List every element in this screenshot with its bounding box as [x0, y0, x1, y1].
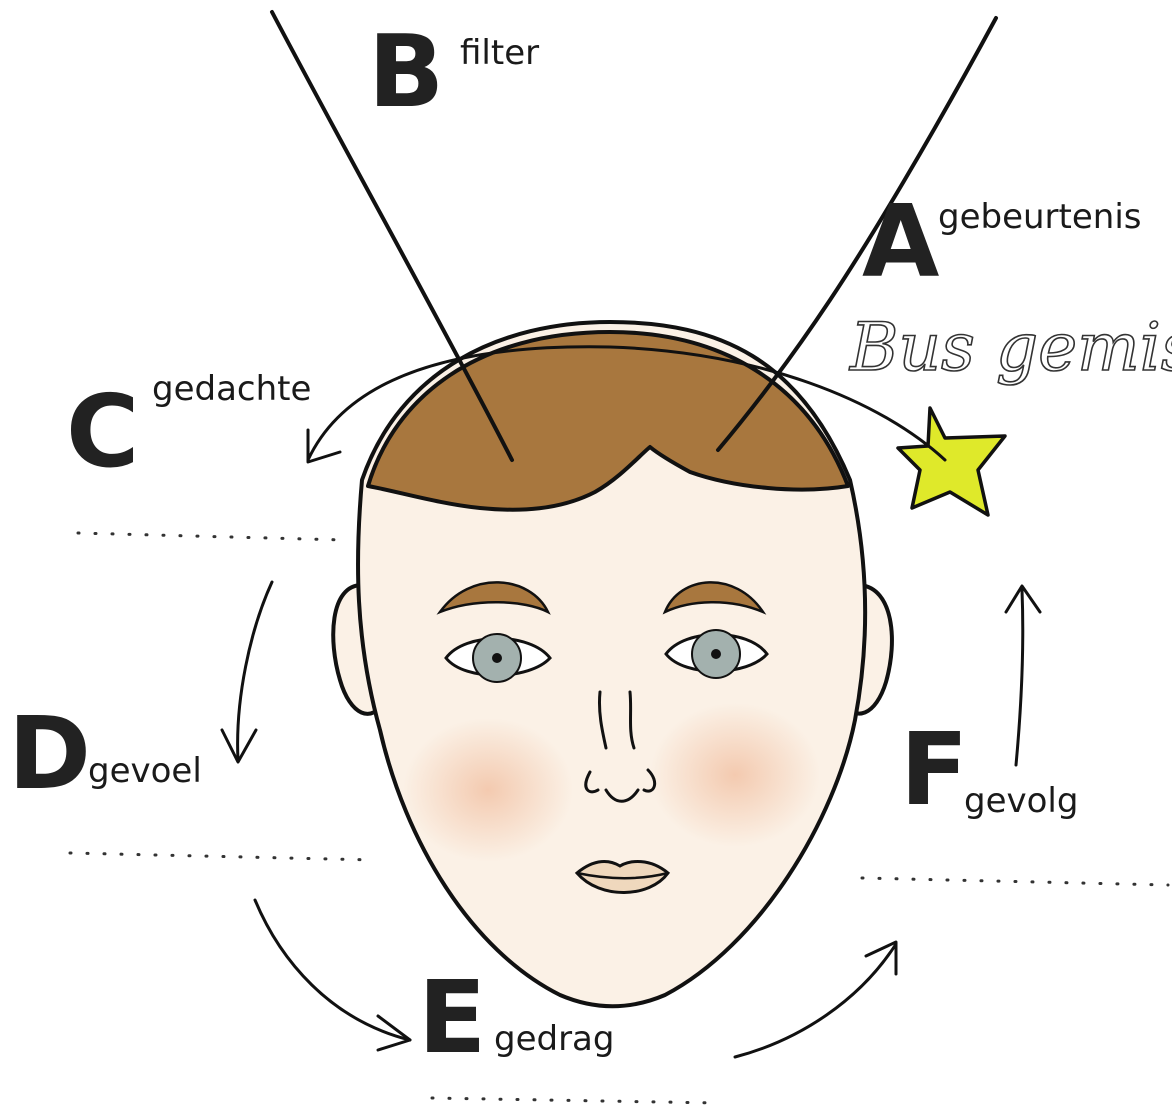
event-handwriting: Bus gemist — [849, 309, 1172, 386]
letter-f: F — [900, 711, 968, 828]
letter-b: B — [368, 13, 444, 130]
letter-c: C — [66, 373, 139, 490]
arrow-feeling-to-behavior-head — [378, 1016, 410, 1050]
right-pupil — [711, 649, 721, 659]
face-illustration — [333, 322, 892, 1006]
dotted-line-d — [70, 853, 375, 860]
arrow-feeling-to-behavior — [255, 900, 410, 1040]
hair — [368, 332, 848, 510]
dotted-line-c — [78, 533, 345, 540]
label-gevoel: gevoel — [88, 751, 202, 791]
letter-a: A — [862, 183, 939, 300]
dotted-line-e — [432, 1098, 718, 1103]
label-filter: filter — [460, 33, 539, 73]
label-gevolg: gevolg — [964, 781, 1078, 821]
arrow-behavior-to-consequence — [735, 944, 896, 1057]
right-cheek-blush — [650, 703, 820, 847]
label-gedrag: gedrag — [494, 1019, 614, 1059]
curved-arrow-icon — [255, 900, 410, 1050]
arrow-consequence-to-event — [1016, 590, 1023, 765]
letter-e: E — [418, 959, 486, 1076]
label-gebeurtenis: gebeurtenis — [938, 197, 1142, 237]
label-gedachte: gedachte — [152, 369, 311, 409]
curved-arrow-icon — [222, 582, 272, 762]
dotted-line-f — [862, 878, 1168, 885]
left-cheek-blush — [403, 718, 573, 862]
curved-arrow-icon — [1006, 586, 1040, 765]
arrow-behavior-to-consequence-head — [866, 942, 896, 974]
star-burst-icon — [898, 408, 1005, 515]
curved-arrow-icon — [735, 942, 896, 1057]
left-pupil — [492, 653, 502, 663]
letter-d: D — [8, 695, 91, 812]
